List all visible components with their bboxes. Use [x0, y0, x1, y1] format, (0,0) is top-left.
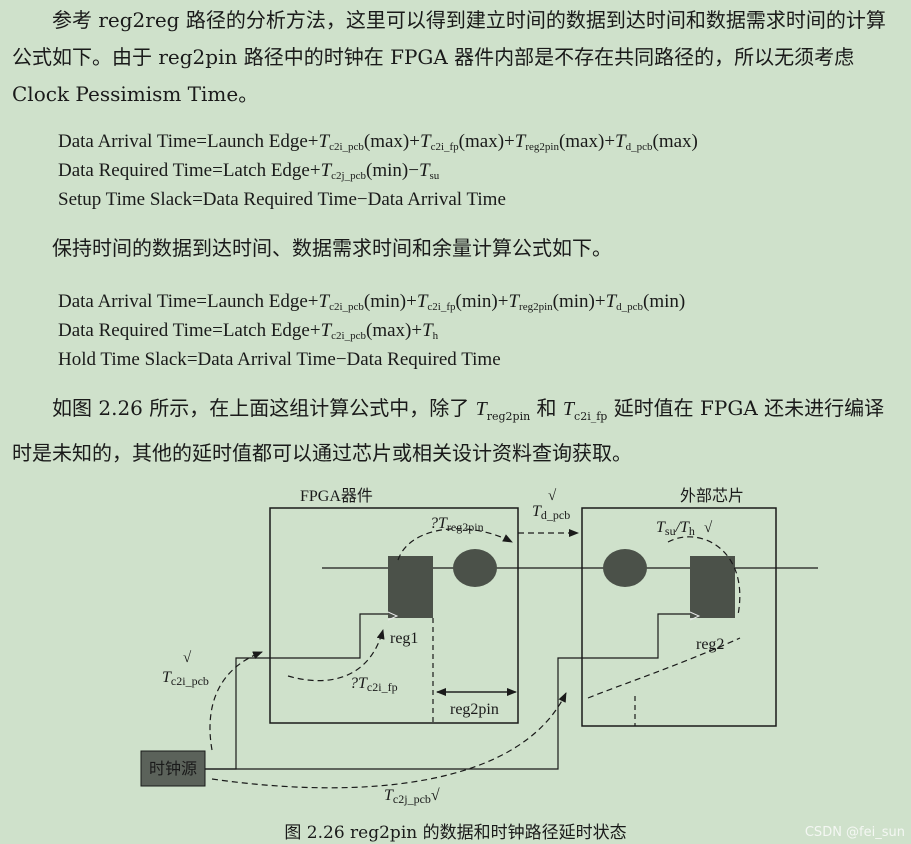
timing-path-diagram: FPGA器件 外部芯片 reg1 reg2 时钟源 reg2pin ?Treg2… — [140, 487, 818, 806]
external-chip-label: 外部芯片 — [680, 487, 744, 505]
hold-arrival-formula: Data Arrival Time=Launch Edge+Tc2i_pcb(m… — [58, 291, 686, 313]
t-c2jpcb-label: Tc2j_pcb√ — [384, 787, 440, 806]
t-dpcb-label: Td_pcb — [532, 503, 570, 522]
watermark: CSDN @fei_sun — [804, 825, 905, 840]
clock-path-reg2 — [205, 613, 690, 770]
reg2-label: reg2 — [696, 636, 724, 653]
reg2-block — [690, 556, 735, 618]
fpga-logic-cloud — [453, 549, 497, 587]
t-c2ipcb-label: Tc2i_pcb — [162, 669, 209, 688]
t-c2ifp-label: ?Tc2i_fp — [350, 675, 398, 694]
fpga-device-label: FPGA器件 — [300, 487, 373, 505]
hold-required-formula: Data Required Time=Latch Edge+Tc2i_pcb(m… — [58, 320, 439, 342]
t-su-h-check: √ — [704, 520, 713, 536]
t-dpcb-check: √ — [548, 488, 557, 504]
figure-caption: 图 2.26 reg2pin 的数据和时钟路径延时状态 — [284, 823, 627, 843]
setup-arrival-formula: Data Arrival Time=Launch Edge+Tc2i_pcb(m… — [58, 131, 698, 153]
setup-required-formula: Data Required Time=Latch Edge+Tc2j_pcb(m… — [58, 160, 440, 182]
t-su-h-label: Tsu/Th — [656, 519, 695, 538]
fpga-device-box — [269, 507, 519, 724]
t-c2ipcb-check: √ — [183, 650, 192, 666]
setup-slack-formula: Setup Time Slack=Data Required Time−Data… — [58, 189, 506, 210]
intro-paragraph-1: 参考 reg2reg 路径的分析方法，这里可以得到建立时间的数据到达时间和数据需… — [12, 8, 886, 106]
hold-intro-paragraph: 保持时间的数据到达时间、数据需求时间和余量计算公式如下。 — [52, 236, 612, 260]
external-logic-cloud — [603, 549, 647, 587]
reg1-label: reg1 — [390, 630, 418, 647]
external-chip-box — [581, 507, 777, 727]
clock-source-label: 时钟源 — [149, 760, 197, 778]
figure-reference-paragraph: 如图 2.26 所示，在上面这组计算公式中，除了 Treg2pin 和 Tc2i… — [12, 396, 885, 465]
reg2pin-span-label: reg2pin — [450, 701, 499, 718]
t-reg2pin-label: ?Treg2pin — [430, 515, 484, 534]
hold-slack-formula: Hold Time Slack=Data Arrival Time−Data R… — [58, 349, 501, 370]
reg1-block — [388, 556, 433, 618]
